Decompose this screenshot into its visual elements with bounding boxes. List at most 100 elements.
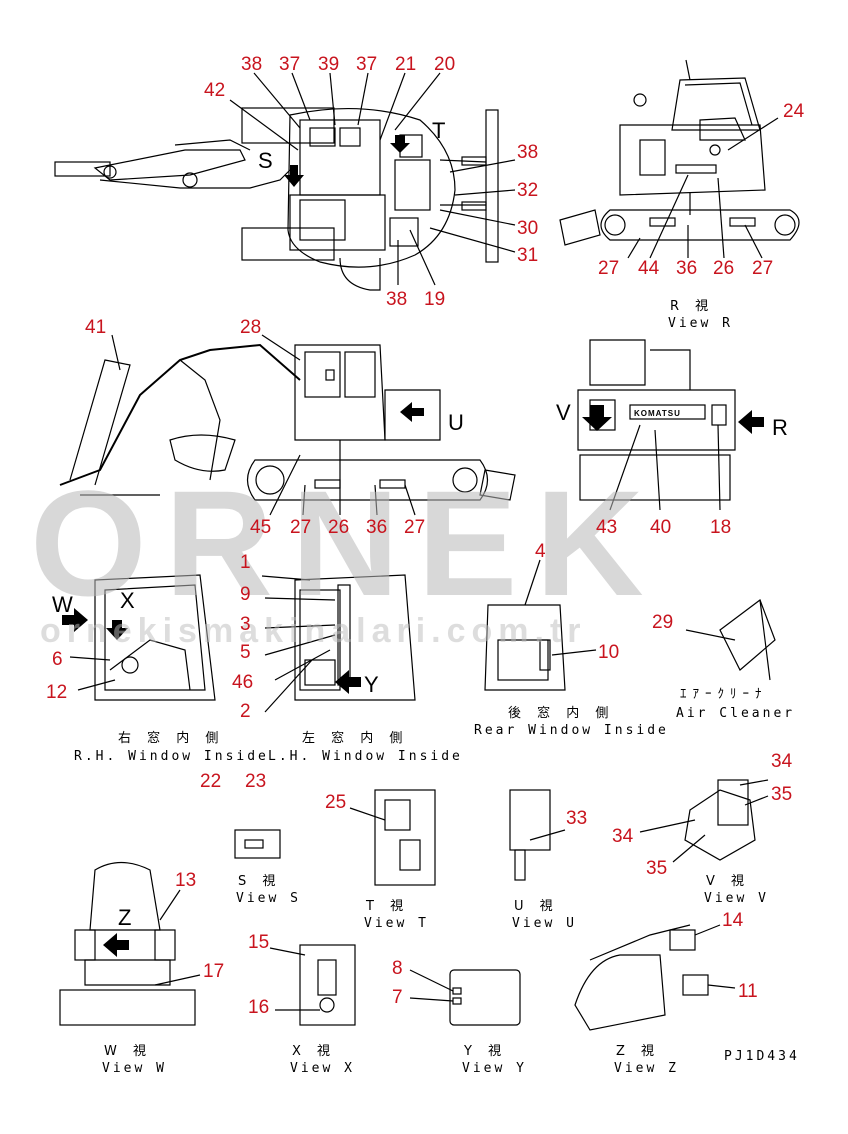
view-z <box>574 924 736 1031</box>
callout-15: 15 <box>248 932 269 953</box>
caption-view-z-en: View Z <box>614 1061 679 1076</box>
caption-view-v-jp: V 視 <box>706 874 750 889</box>
callout-19: 19 <box>424 289 445 310</box>
callout-20: 20 <box>434 54 455 75</box>
view-z-part-11 <box>682 974 709 996</box>
callout-17: 17 <box>203 961 224 982</box>
view-t <box>349 789 436 886</box>
rh-window-view <box>62 574 216 701</box>
watermark-sub: ornekismakinalari.com.tr <box>40 612 587 650</box>
brand-plate: KOMATSU <box>634 409 681 418</box>
view-z-body <box>574 954 666 1031</box>
side-upper-body <box>619 124 766 196</box>
caption-rear-window-jp: 後 窓 内 側 <box>508 705 614 721</box>
caption-view-s-jp: S 視 <box>238 874 281 889</box>
watermark-main: ORNEK <box>30 459 662 627</box>
caption-view-t-jp: T 視 <box>365 899 409 914</box>
caption-view-s-en: View S <box>236 891 301 906</box>
callout-11: 11 <box>738 981 758 1002</box>
arrow-x-icon <box>106 620 128 640</box>
caption-view-z-jp: Z 視 <box>616 1044 660 1059</box>
callout-41: 41 <box>85 317 106 338</box>
callout-14: 14 <box>722 910 744 931</box>
side-view-left <box>59 334 516 516</box>
caption-rh-window-en: R.H. Window Inside <box>74 749 269 764</box>
arrow-y-icon <box>335 670 361 694</box>
caption-view-y-jp: Y 視 <box>463 1044 507 1059</box>
callout-21: 21 <box>395 54 416 75</box>
caption-rh-window-jp: 右 窓 内 側 <box>118 730 224 746</box>
callout-27: 27 <box>752 258 773 279</box>
view-letter-x: X <box>120 588 135 613</box>
view-x <box>269 944 356 1026</box>
callout-44: 44 <box>638 258 660 279</box>
callout-22: 22 <box>200 771 221 792</box>
plan-view <box>54 72 516 291</box>
view-letter-s: S <box>258 148 273 173</box>
view-s-box <box>234 829 281 859</box>
plan-cab <box>289 194 386 251</box>
view-captions: R 視 View R 右 窓 内 側 R.H. Window Inside 左 … <box>74 299 800 1076</box>
callout-30: 30 <box>517 218 538 239</box>
view-z-part-14 <box>669 929 696 951</box>
caption-air-cleaner-en: Air Cleaner <box>676 706 795 721</box>
callout-36: 36 <box>366 517 387 538</box>
callout-35: 35 <box>646 858 667 879</box>
callout-42: 42 <box>204 80 225 101</box>
callout-46: 46 <box>232 672 253 693</box>
view-letter-z: Z <box>118 905 131 930</box>
side-view-right <box>559 59 800 259</box>
rear-window-view <box>484 559 597 691</box>
arrow-z-icon <box>103 933 129 957</box>
callout-39: 39 <box>318 54 339 75</box>
callout-24: 24 <box>783 101 805 122</box>
view-letter-w: W <box>52 592 73 617</box>
callout-7: 7 <box>392 987 403 1008</box>
plan-leaders <box>229 72 516 286</box>
callout-38: 38 <box>517 142 538 163</box>
callout-37: 37 <box>279 54 300 75</box>
arrow-u-icon <box>400 402 424 422</box>
callout-38: 38 <box>386 289 407 310</box>
caption-view-y-en: View Y <box>462 1061 527 1076</box>
lh-window-view <box>261 574 416 713</box>
arrow-r-icon <box>738 410 764 434</box>
callout-43: 43 <box>596 517 617 538</box>
plan-upper-structure <box>287 107 456 268</box>
callout-31: 31 <box>517 245 538 266</box>
view-y-body <box>449 969 521 1026</box>
callout-28: 28 <box>240 317 261 338</box>
callout-29: 29 <box>652 612 673 633</box>
view-letter-v: V <box>556 400 571 425</box>
view-w-seat <box>59 861 201 1026</box>
callout-26: 26 <box>713 258 734 279</box>
rear-window-frame <box>484 604 566 691</box>
drawing-code: PJ1D434 <box>724 1049 800 1064</box>
caption-air-cleaner-jp: ｴｱｰｸﾘｰﾅ <box>680 687 768 702</box>
view-u-body <box>509 789 551 851</box>
callout-27: 27 <box>290 517 311 538</box>
view-t-body <box>374 789 436 886</box>
callout-3: 3 <box>240 614 251 635</box>
callout-2: 2 <box>240 701 251 722</box>
caption-view-u-en: View U <box>512 916 577 931</box>
callout-5: 5 <box>240 642 251 663</box>
callout-37: 37 <box>356 54 377 75</box>
caption-view-w-jp: W 視 <box>104 1044 152 1059</box>
rear-body <box>577 389 736 451</box>
callout-35: 35 <box>771 784 792 805</box>
callout-4: 4 <box>535 541 546 562</box>
view-r-rear <box>577 339 764 511</box>
caption-view-r-jp: R 視 <box>670 299 714 314</box>
air-cleaner-view <box>685 599 776 681</box>
arrow-v-icon <box>582 405 612 431</box>
view-u <box>509 789 566 881</box>
view-letter-t: T <box>432 118 445 143</box>
plan-boom <box>93 149 246 181</box>
view-s <box>234 829 281 859</box>
callout-9: 9 <box>240 584 251 605</box>
side-blade <box>559 209 601 246</box>
callout-6: 6 <box>52 649 63 670</box>
callout-18: 18 <box>710 517 731 538</box>
